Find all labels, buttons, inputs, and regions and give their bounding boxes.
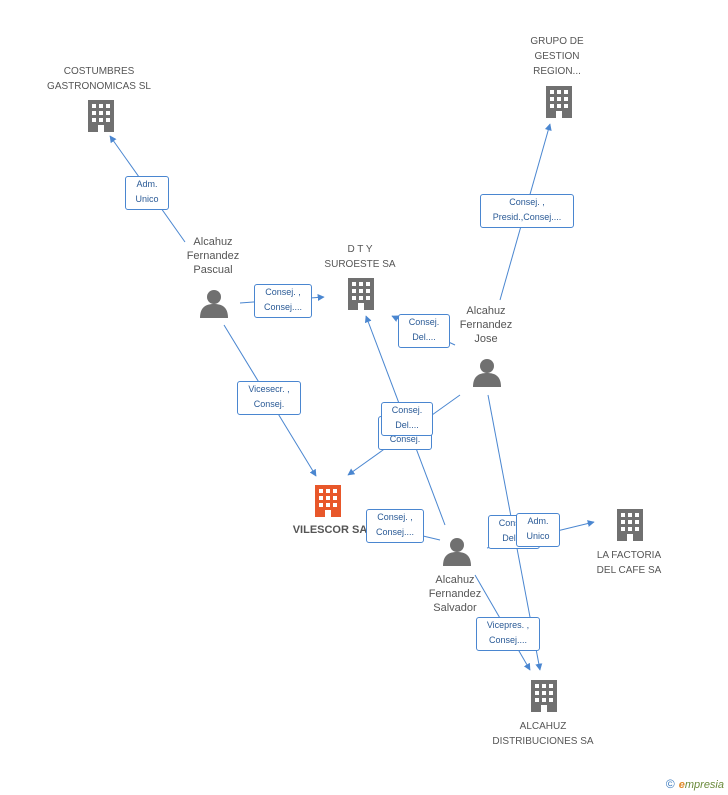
edge-label-pascual-dty[interactable]: Consej. , Consej....: [254, 284, 312, 318]
brand-name: mpresia: [684, 779, 724, 791]
salvador-person-icon[interactable]: [443, 538, 471, 566]
edge-label-pascual-costumbres[interactable]: Adm. Unico: [125, 176, 169, 210]
node-label-pascual[interactable]: Alcahuz Fernandez Pascual: [186, 236, 240, 276]
grupo-building-icon[interactable]: [546, 86, 572, 118]
node-label-factoria[interactable]: LA FACTORIA DEL CAFE SA: [596, 550, 662, 576]
vilescor-building-icon[interactable]: [315, 485, 341, 517]
node-label-jose[interactable]: Alcahuz Fernandez Jose: [459, 305, 513, 345]
edge-label-salvador-factoria[interactable]: Adm. Unico: [516, 513, 560, 547]
node-label-salvador[interactable]: Alcahuz Fernandez Salvador: [428, 574, 482, 614]
brand-footer: ©empresia: [666, 777, 724, 791]
edge-label-pascual-vilescor[interactable]: Vicesecr. , Consej.: [237, 381, 301, 415]
node-label-vilescor[interactable]: VILESCOR SA: [292, 524, 368, 536]
edge-label-jose-vilescor[interactable]: Consej. Del....: [381, 402, 433, 436]
pascual-person-icon[interactable]: [200, 290, 228, 318]
costumbres-building-icon[interactable]: [88, 100, 114, 132]
factoria-building-icon[interactable]: [617, 509, 643, 541]
copyright-icon: ©: [665, 777, 675, 791]
edge-label-salvador-vilescor[interactable]: Consej. , Consej....: [366, 509, 424, 543]
jose-person-icon[interactable]: [473, 359, 501, 387]
node-label-costumbres[interactable]: COSTUMBRES GASTRONOMICAS SL: [47, 66, 151, 92]
edge-label-jose-grupo[interactable]: Consej. , Presid.,Consej....: [480, 194, 574, 228]
edge-label-salvador-alcahuzdist[interactable]: Vicepres. , Consej....: [476, 617, 540, 651]
node-label-alcahuzdist[interactable]: ALCAHUZ DISTRIBUCIONES SA: [492, 721, 594, 747]
node-label-grupo[interactable]: GRUPO DE GESTION REGION...: [530, 36, 584, 77]
dty-building-icon[interactable]: [348, 278, 374, 310]
node-label-dty[interactable]: D T Y SUROESTE SA: [324, 244, 396, 270]
edge-label-jose-dty[interactable]: Consej. Del....: [398, 314, 450, 348]
brand-logo-e: e: [678, 779, 685, 791]
alcahuzdist-building-icon[interactable]: [531, 680, 557, 712]
